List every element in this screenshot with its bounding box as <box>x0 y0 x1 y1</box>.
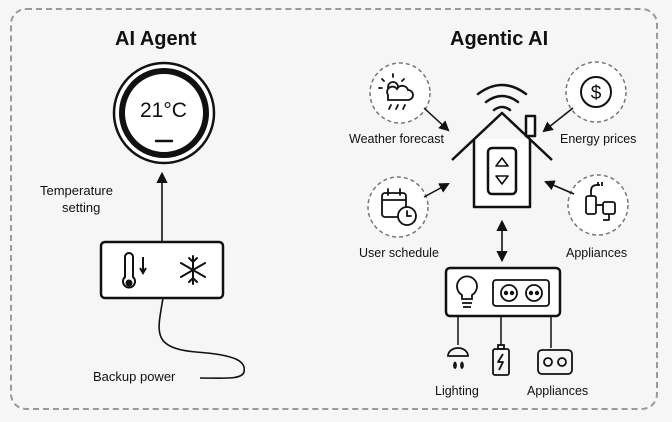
diagram-frame <box>10 8 658 410</box>
calendar-clock-icon <box>381 188 417 226</box>
lighting-label: Lighting <box>435 384 479 398</box>
power-cable <box>158 297 246 380</box>
thermometer-icon <box>122 252 147 289</box>
socket-icon <box>492 279 550 307</box>
temperature-setting-label-1: Temperature <box>40 183 113 198</box>
energy-prices-label: Energy prices <box>560 132 637 146</box>
appliances-input-label: Appliances <box>566 246 628 260</box>
snowflake-icon <box>179 255 207 285</box>
thermostat-icon <box>112 61 216 165</box>
user-schedule-label: User schedule <box>359 246 439 260</box>
right-title: Agentic AI <box>450 28 549 50</box>
left-title: AI Agent <box>115 28 197 50</box>
appliances-output-label: Appliances <box>527 384 589 398</box>
battery-icon <box>492 344 510 376</box>
appliances-output-icon <box>537 349 573 375</box>
hub-box <box>444 266 562 318</box>
plug-icon <box>585 182 616 221</box>
wifi-icon <box>476 83 528 112</box>
backup-power-label: Backup power <box>93 369 176 384</box>
svg-text:$: $ <box>591 83 602 104</box>
lighting-output-icon <box>447 347 469 370</box>
weather-icon <box>378 73 414 110</box>
thermostat-reading: 21°C <box>140 99 187 122</box>
lightbulb-icon <box>456 275 478 308</box>
controller-box <box>99 240 225 300</box>
weather-forecast-label: Weather forecast <box>349 132 444 146</box>
house-icon <box>451 111 553 209</box>
temperature-setting-label-2: setting <box>62 200 101 215</box>
dollar-icon: $ <box>580 76 612 108</box>
